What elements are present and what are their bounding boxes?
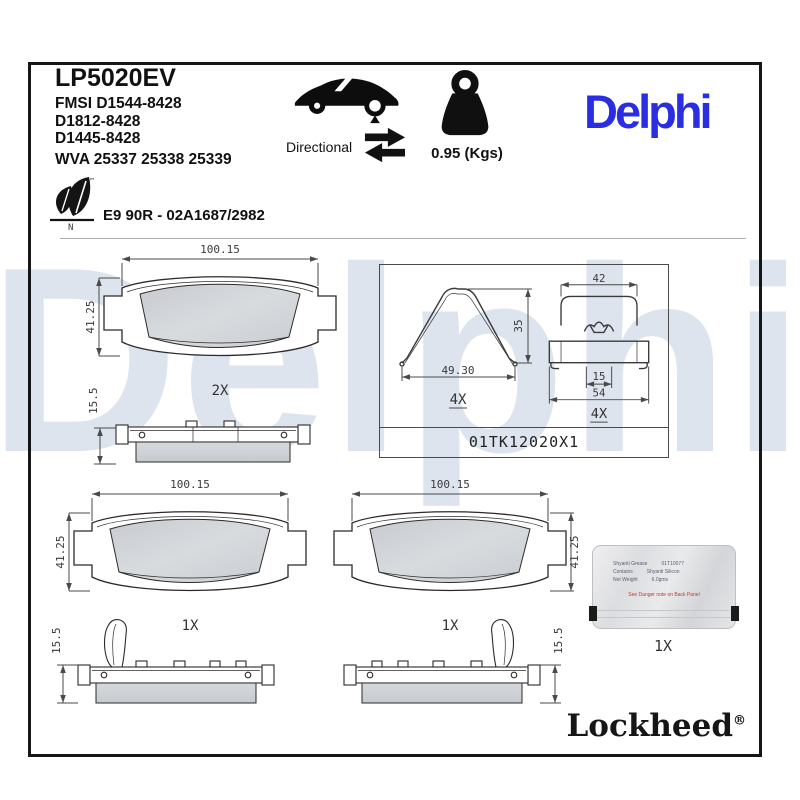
- fitting-kit-box: 35 49.30 4X 42: [379, 264, 669, 458]
- fmsi-line-3: D1445-8428: [55, 130, 141, 147]
- dim-thickness: 15.5: [87, 388, 100, 415]
- dim-thickness: 15.5: [552, 628, 565, 655]
- thickness-dimension: 15.5: [540, 628, 565, 704]
- kit-part-code: 01TK12020X1: [380, 427, 668, 457]
- width-dimension: 100.15: [351, 478, 549, 521]
- thickness-dimension: 15.5: [50, 628, 78, 704]
- sachet-clip-left: [589, 606, 597, 621]
- sachet-clip-right: [731, 606, 739, 621]
- friction-material: [109, 518, 271, 583]
- pad-drawing-top-front: 100.15 41.25 2X: [84, 243, 337, 399]
- pad-drawing-right-front: 100.15 41.25 1X: [333, 478, 581, 634]
- height-dimension: 41.25: [550, 512, 581, 592]
- eco-letter: N: [68, 223, 73, 233]
- lockheed-wordmark: Lockheed: [566, 708, 734, 744]
- dim-thickness: 15.5: [50, 628, 63, 655]
- height-dimension: 41.25: [84, 277, 120, 357]
- width-dimension: 100.15: [91, 478, 289, 521]
- clip-top-dimension: 42: [560, 272, 638, 297]
- pad-drawing-left-front: 100.15 41.25 1X: [54, 478, 307, 634]
- spring-clip-drawing: 35 49.30 4X: [399, 287, 532, 409]
- grease-quantity: 1X: [653, 637, 673, 655]
- header-divider: [60, 238, 746, 239]
- wear-indicator: [491, 619, 515, 668]
- dim-clip-bottom: 54: [593, 387, 606, 400]
- clip-quantity: 4X: [591, 406, 608, 422]
- thickness-dimension: 15.5: [87, 388, 116, 465]
- quantity-label: 1X: [182, 618, 199, 634]
- dim-spring-height: 35: [512, 319, 525, 332]
- quantity-label: 2X: [212, 383, 229, 399]
- friction-side: [95, 682, 257, 704]
- clip-bottom-dimension: 54: [548, 366, 650, 404]
- fmsi-line-1: FMSI D1544-8428: [55, 95, 182, 112]
- dim-height: 41.25: [568, 535, 581, 568]
- approval-number: E9 90R - 02A1687/2982: [103, 207, 265, 224]
- fmsi-references: FMSI D1544-8428 D1812-8428 D1445-8428: [55, 95, 182, 148]
- weight-value: 0.95 (Kgs): [431, 145, 503, 162]
- lockheed-logo: Lockheed®: [470, 708, 747, 744]
- height-dimension: 41.25: [54, 512, 90, 592]
- page-frame: [28, 62, 762, 757]
- registered-mark: ®: [733, 713, 746, 729]
- eco-tm-mark: ™: [90, 177, 94, 185]
- directional-label: Directional: [286, 139, 353, 155]
- dim-height: 41.25: [54, 535, 67, 568]
- spring-width-dimension: 49.30: [401, 364, 516, 381]
- quantity-label: 1X: [442, 618, 459, 634]
- friction-material: [369, 518, 531, 583]
- width-dimension: 100.15: [121, 243, 319, 286]
- wear-indicator: [103, 619, 127, 668]
- dim-width: 100.15: [200, 243, 240, 256]
- pad-drawing-top-side: 15.5: [87, 388, 311, 465]
- dim-width: 100.15: [170, 478, 210, 491]
- abutment-clip-drawing: 42 15 54 4X: [548, 272, 650, 423]
- spring-height-dimension: 35: [468, 288, 532, 364]
- dim-clip-slot: 15: [593, 370, 606, 383]
- clip-slot-dimension: 15: [585, 366, 613, 388]
- delphi-logo: Delphi: [584, 85, 713, 138]
- delphi-watermark: Delphi: [0, 212, 800, 507]
- pad-drawing-right-side: 15.5: [343, 619, 565, 704]
- spring-quantity: 4X: [450, 392, 467, 408]
- directional-arrows-icon: [364, 127, 406, 163]
- friction-material: [139, 283, 301, 348]
- dim-spring-width: 49.30: [441, 364, 474, 377]
- dim-width: 100.15: [430, 478, 470, 491]
- weight-icon: [441, 70, 489, 136]
- wva-reference: WVA 25337 25338 25339: [55, 151, 232, 168]
- sachet-seam: [596, 610, 730, 618]
- pad-drawing-left-side: 15.5: [50, 619, 275, 704]
- friction-side: [361, 682, 523, 704]
- dim-clip-top: 42: [593, 272, 606, 285]
- friction-side: [135, 441, 291, 463]
- dim-height: 41.25: [84, 300, 97, 333]
- car-icon: [294, 77, 399, 124]
- wheel-position-marker: [370, 115, 380, 124]
- sachet-warning-text: See Danger note on Back Panel: [628, 592, 700, 598]
- fmsi-line-2: D1812-8428: [55, 112, 141, 130]
- eco-leaf-icon: ™ N: [50, 177, 94, 233]
- part-number: LP5020EV: [55, 64, 176, 92]
